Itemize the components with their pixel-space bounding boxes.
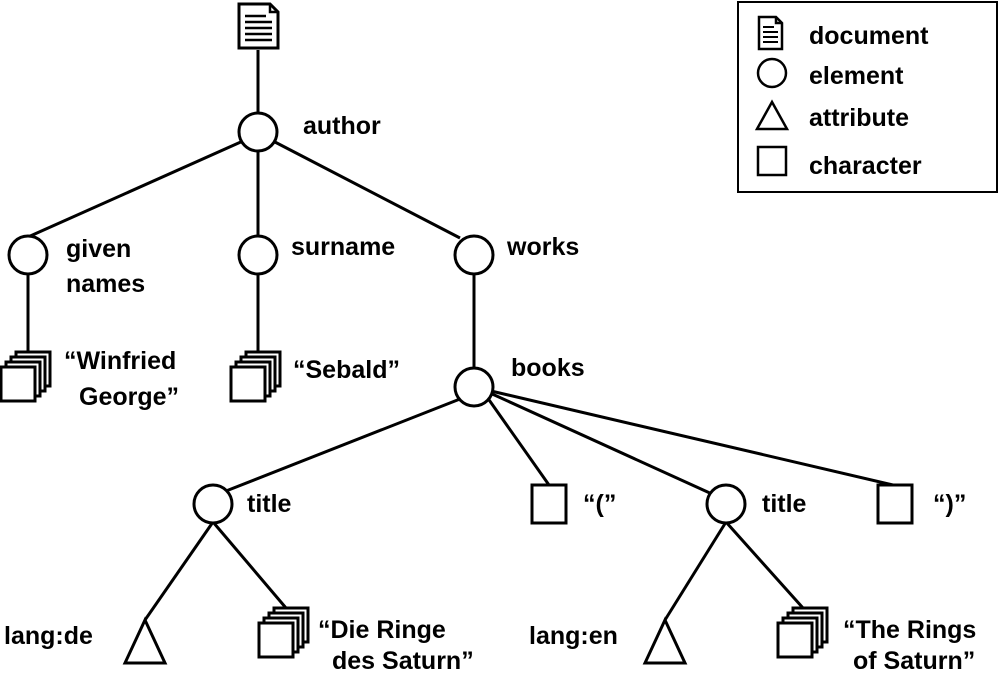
edge-title-en-text xyxy=(724,520,805,610)
label-lang-en: lang:en xyxy=(529,622,618,650)
document-icon xyxy=(757,15,784,51)
label-given-names-line2: names xyxy=(66,270,145,298)
element-node-surname xyxy=(237,234,279,276)
element-node-given-names xyxy=(7,234,49,276)
edge-books-close-paren xyxy=(490,389,894,487)
label-title-en-text-line2: of Saturn” xyxy=(853,647,975,675)
label-title-en: title xyxy=(762,490,807,518)
element-node-title-en xyxy=(705,483,747,525)
element-node-author xyxy=(237,111,279,153)
label-books: books xyxy=(511,354,585,382)
label-lang-de: lang:de xyxy=(4,622,93,650)
label-title-en-text: “The Rings of Saturn” xyxy=(843,616,983,675)
label-title-en-text-line1: “The Rings xyxy=(843,616,976,644)
character-stack-given-names xyxy=(0,350,52,403)
triangle-icon xyxy=(754,99,790,131)
tree-edges xyxy=(26,50,894,621)
edge-author-given-names xyxy=(27,139,244,239)
label-surname: surname xyxy=(291,233,395,261)
square-icon xyxy=(756,145,788,177)
attribute-node-lang-de xyxy=(122,616,168,665)
edge-title-de-lang xyxy=(143,521,215,621)
label-title-de-text-line2: des Saturn” xyxy=(332,647,474,675)
attribute-node-lang-en xyxy=(642,616,688,665)
element-node-works xyxy=(453,234,495,276)
character-stack-surname xyxy=(229,350,282,403)
legend-label-document: document xyxy=(809,22,929,50)
circle-icon xyxy=(756,57,788,89)
root-document-node xyxy=(237,2,280,50)
label-title-de: title xyxy=(247,490,292,518)
element-node-title-de xyxy=(192,483,234,525)
character-node-close-paren xyxy=(876,483,914,525)
character-stack-title-de xyxy=(257,606,310,659)
edge-books-title-en xyxy=(489,391,713,496)
label-given-names: given names xyxy=(66,235,145,298)
element-node-books xyxy=(453,366,495,408)
edge-books-open-paren xyxy=(485,396,551,486)
legend-label-character: character xyxy=(809,152,922,180)
label-author: author xyxy=(303,112,381,140)
label-given-names-line1: given xyxy=(66,235,131,263)
edge-title-en-lang xyxy=(663,521,728,621)
label-title-de-text: “Die Ringe des Saturn” xyxy=(318,616,474,675)
legend: document element attribute character xyxy=(737,1,998,193)
character-stack-title-en xyxy=(776,606,829,659)
label-given-names-text-line1: “Winfried xyxy=(64,347,176,375)
character-node-open-paren xyxy=(530,483,568,525)
label-surname-text: “Sebald” xyxy=(293,356,400,384)
label-given-names-text-line2: George” xyxy=(79,383,179,411)
legend-label-element: element xyxy=(809,62,904,90)
label-title-de-text-line1: “Die Ringe xyxy=(318,616,446,644)
edge-title-de-text xyxy=(211,521,288,609)
legend-label-attribute: attribute xyxy=(809,104,909,132)
label-given-names-text: “Winfried George” xyxy=(64,347,183,411)
edge-author-works xyxy=(272,139,461,240)
edge-books-title-de xyxy=(225,397,461,493)
label-open-paren: “(” xyxy=(583,490,616,518)
label-close-paren: “)” xyxy=(933,490,966,518)
label-works: works xyxy=(506,233,579,261)
